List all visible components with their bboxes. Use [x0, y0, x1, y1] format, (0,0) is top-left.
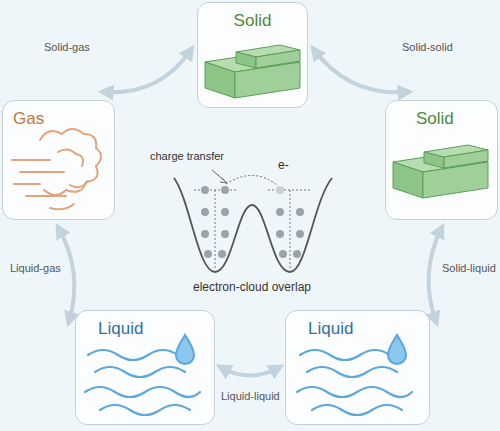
- annotation: charge transfer: [150, 150, 260, 162]
- edge-label: Solid-liquid: [440, 262, 498, 274]
- phase-box: Liquid: [75, 310, 215, 425]
- phase-title: Solid: [234, 11, 272, 31]
- double-arrow: [314, 50, 408, 93]
- edge-label: Liquid-liquid: [219, 390, 282, 402]
- phase-title: Liquid: [308, 319, 353, 339]
- edge-label: Solid-gas: [42, 41, 92, 53]
- solid-slab: [205, 45, 300, 98]
- phase-box: Liquid: [285, 310, 430, 425]
- annotation: electron-cloud overlap: [192, 280, 312, 294]
- edge-label: Solid-solid: [400, 41, 455, 53]
- phase-box: Gas: [2, 100, 115, 220]
- potential-well: [174, 170, 332, 272]
- liquid-waves: [85, 335, 200, 415]
- double-arrow: [429, 228, 442, 322]
- phase-box: Solid: [385, 100, 498, 220]
- double-arrow: [59, 228, 75, 322]
- edge-label: Liquid-gas: [8, 262, 63, 274]
- phase-title: Liquid: [98, 319, 143, 339]
- annotation: e-: [278, 158, 308, 172]
- phase-title: Solid: [416, 109, 454, 129]
- double-arrow: [104, 50, 191, 93]
- double-arrow: [221, 368, 279, 376]
- gas-cloud: [12, 129, 101, 209]
- phase-box: Solid: [197, 2, 308, 108]
- phase-title: Gas: [13, 109, 44, 129]
